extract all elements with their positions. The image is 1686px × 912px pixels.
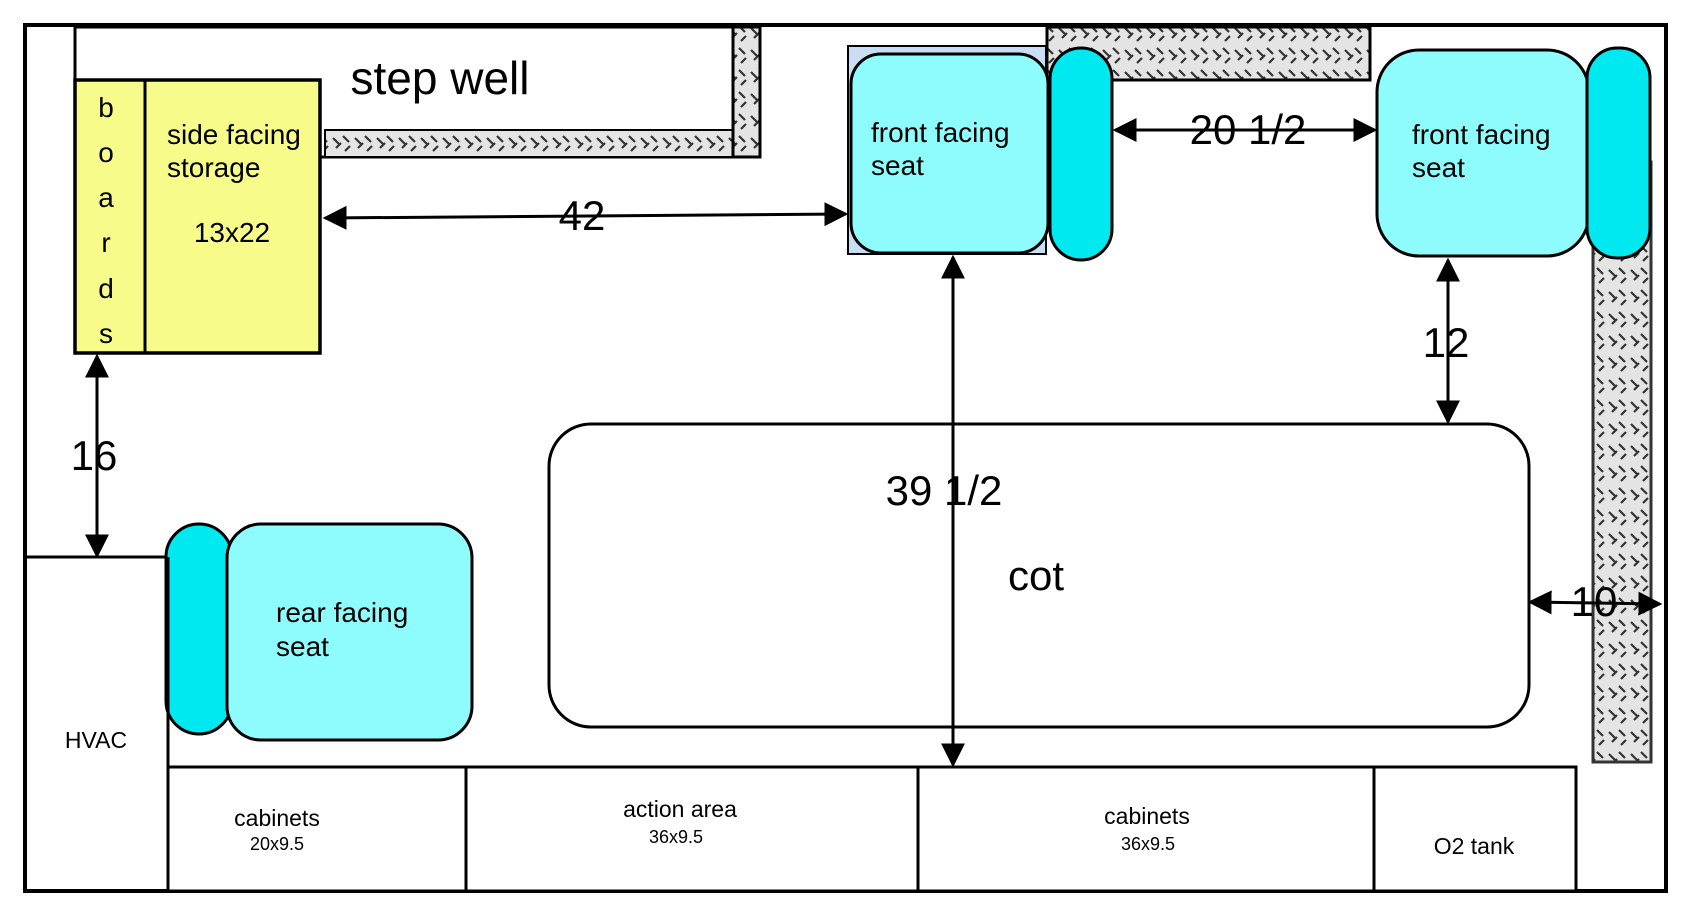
- cabinets-right-size: 36x9.5: [1121, 834, 1175, 854]
- seat-cushion: [1375, 48, 1591, 258]
- svg-text:a: a: [98, 182, 114, 213]
- storage-unit: b o a r d s side facing storage 13x22: [73, 78, 322, 355]
- front-seat-left-label-1: front facing: [871, 117, 1010, 148]
- step-well-hatch-right: [731, 25, 762, 159]
- dimension-arrow: [322, 202, 849, 230]
- step-well-hatch-bottom: [324, 129, 736, 158]
- storage-size: 13x22: [194, 217, 270, 248]
- dimension-10: 10: [1527, 578, 1663, 625]
- cabinets-left-size: 20x9.5: [250, 834, 304, 854]
- dimension-arrow: [1527, 590, 1663, 616]
- dimension-10-label: 10: [1571, 578, 1618, 625]
- cot: cot: [547, 422, 1531, 729]
- svg-text:r: r: [101, 227, 110, 258]
- storage-label-1: side facing: [167, 119, 301, 150]
- dimension-16: 16: [71, 353, 118, 559]
- action-area-size: 36x9.5: [649, 827, 703, 847]
- dimension-42: 42: [322, 192, 849, 239]
- step-well-label: step well: [351, 52, 530, 104]
- seat-back: [164, 522, 234, 736]
- cabinets-right-label: cabinets: [1104, 803, 1190, 829]
- svg-text:d: d: [98, 273, 114, 304]
- dimension-39-half: 39 1/2: [886, 254, 1003, 768]
- seat-cushion: [849, 52, 1050, 255]
- svg-text:o: o: [98, 137, 114, 168]
- cabinets-left-label: cabinets: [234, 805, 320, 831]
- cabinet-row: cabinets 20x9.5 action area 36x9.5 cabin…: [166, 765, 1578, 893]
- dimension-20-half-label: 20 1/2: [1190, 106, 1307, 153]
- svg-text:s: s: [99, 318, 113, 349]
- dimension-39-half-label: 39 1/2: [886, 467, 1003, 514]
- dimension-42-label: 42: [559, 192, 606, 239]
- storage-label-2: storage: [167, 152, 260, 183]
- svg-text:b: b: [98, 92, 114, 123]
- front-seat-left-label-2: seat: [871, 150, 924, 181]
- rear-seat-label-1: rear facing: [276, 597, 408, 628]
- seat-back: [1048, 46, 1114, 262]
- dimension-12-label: 12: [1423, 319, 1470, 366]
- dimension-20-half: 20 1/2: [1112, 106, 1378, 153]
- action-area-label: action area: [623, 796, 737, 822]
- boards-label: b o a r d s: [98, 92, 114, 349]
- rear-seat-label-2: seat: [276, 631, 329, 662]
- dimension-16-label: 16: [71, 432, 118, 479]
- front-seat-right: front facing seat: [1375, 46, 1652, 260]
- right-hatch-strip: [1591, 160, 1653, 764]
- front-seat-right-label-2: seat: [1412, 152, 1465, 183]
- cot-label: cot: [1008, 552, 1064, 599]
- dimension-12: 12: [1423, 257, 1470, 425]
- o2-tank-label: O2 tank: [1434, 833, 1515, 859]
- seat-back: [1585, 46, 1652, 260]
- front-seat-left: front facing seat: [847, 45, 1114, 262]
- front-seat-right-label-1: front facing: [1412, 119, 1551, 150]
- hvac-label: HVAC: [65, 727, 127, 753]
- seat-cushion: [225, 522, 474, 742]
- rear-seat: rear facing seat: [164, 522, 474, 742]
